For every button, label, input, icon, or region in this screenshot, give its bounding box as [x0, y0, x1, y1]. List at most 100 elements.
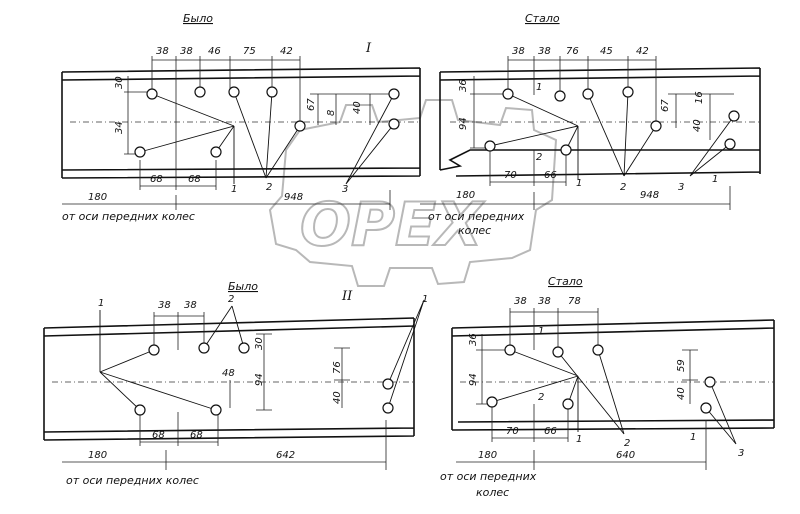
frame-rail	[61, 67, 421, 179]
frame-rail	[43, 317, 415, 441]
frame-rail	[451, 319, 775, 431]
watermark-gear-icon	[268, 99, 558, 287]
hole	[194, 86, 206, 98]
dim-right	[682, 349, 698, 404]
leader-lines	[139, 91, 395, 185]
leader-lines	[99, 299, 425, 411]
hole	[700, 402, 712, 414]
label: 2	[620, 182, 626, 193]
dim-right-text: 8	[326, 110, 337, 116]
caption-before-1: Было	[183, 12, 213, 25]
label: 1	[576, 434, 582, 445]
hole	[562, 398, 574, 410]
dim-top: 42	[636, 46, 649, 57]
hole	[554, 90, 566, 102]
dim-bottom-text: 68	[190, 430, 203, 441]
dim-right-text: 40	[332, 391, 343, 404]
dim-top: 38	[538, 46, 551, 57]
dim-left-text: 34	[114, 121, 125, 134]
dim-bottom-text: 68	[150, 174, 163, 185]
dim-top: 42	[280, 46, 293, 57]
label: 2	[266, 182, 272, 193]
dim-top: 38	[156, 46, 169, 57]
dim-top: 75	[243, 46, 256, 57]
section-label-2: II	[341, 289, 353, 304]
dim-right-text: 40	[692, 119, 703, 132]
hole	[210, 404, 222, 416]
dim-bottom-text: 68	[188, 174, 201, 185]
watermark-logo: OPEX	[268, 99, 558, 287]
hole	[388, 118, 400, 130]
dim-top: 46	[208, 46, 221, 57]
hole	[560, 144, 572, 156]
dim-long	[456, 420, 707, 470]
dim-long-text: 642	[276, 450, 295, 461]
hole	[382, 402, 394, 414]
caption-after-2: Стало	[548, 275, 583, 288]
dim-left-text: 36	[468, 333, 479, 346]
dim-long-text: 948	[640, 190, 659, 201]
hole	[134, 146, 146, 158]
hole	[148, 344, 160, 356]
small-dim: 1	[538, 326, 544, 337]
dim-bottom-text: 68	[152, 430, 165, 441]
hole	[582, 88, 594, 100]
label: 3	[738, 448, 744, 459]
dim-left	[476, 334, 510, 405]
hole	[134, 404, 146, 416]
dim-top: 45	[600, 46, 613, 57]
dim-top: 76	[566, 46, 579, 57]
caption-after-1: Стало	[525, 12, 560, 25]
label: 2	[624, 438, 630, 449]
dim-left-text: 94	[458, 117, 469, 130]
dim-lines	[153, 312, 205, 350]
hole	[724, 138, 736, 150]
dim-right-text: 59	[676, 359, 687, 372]
dim-right-text: 67	[306, 98, 317, 111]
frame-rail	[439, 67, 761, 177]
hole	[198, 342, 210, 354]
label: 1	[231, 184, 237, 195]
axle-note: от оси передних колес	[62, 210, 195, 223]
axle-note: колес	[476, 486, 509, 499]
dim-bottom	[139, 160, 217, 190]
dim-lines	[507, 56, 657, 130]
small-dim: 1	[536, 82, 542, 93]
panel-2-before: 38 38 30 94 48 76 40 68 68 180 642 от ос…	[43, 294, 428, 487]
dim-right-text: 16	[694, 91, 705, 104]
panel-1-before: 38 38 46 75 42 30 34 67 8 40 68 68 180 9…	[61, 46, 421, 223]
panel-1-after: 38 38 76 45 42 36 94 67 16 40 1 2 1 70 6…	[420, 46, 761, 237]
dim-top: 38	[158, 300, 171, 311]
hole	[502, 88, 514, 100]
dim-bottom-text: 66	[544, 170, 557, 181]
dim-long-text: 948	[284, 192, 303, 203]
label: 3	[342, 184, 348, 195]
dim-right	[668, 93, 734, 140]
dim-right-text: 67	[660, 99, 671, 112]
dim-right-text: 94	[254, 373, 265, 386]
axle-note: от оси передних	[440, 470, 537, 483]
dim-top: 38	[538, 296, 551, 307]
dim-bottom	[489, 150, 567, 186]
dim-long-text: 180	[88, 192, 107, 203]
small-dim: 2	[536, 152, 542, 163]
hole	[504, 344, 516, 356]
axle-note: от оси передних	[428, 210, 525, 223]
dim-long	[62, 190, 391, 210]
dim-top: 38	[514, 296, 527, 307]
hole	[592, 344, 604, 356]
small-dim: 2	[538, 392, 544, 403]
hole	[210, 146, 222, 158]
hole	[266, 86, 278, 98]
dim-right	[310, 93, 394, 125]
small-dim: 1	[690, 432, 696, 443]
label: 2	[228, 294, 234, 305]
dim-left-text: 94	[468, 373, 479, 386]
hole	[704, 376, 716, 388]
dim-left-text: 30	[114, 76, 125, 89]
dim-top: 38	[184, 300, 197, 311]
hole	[486, 396, 498, 408]
dim-top: 78	[568, 296, 581, 307]
small-dim: 1	[712, 174, 718, 185]
dim-bottom	[139, 412, 219, 446]
